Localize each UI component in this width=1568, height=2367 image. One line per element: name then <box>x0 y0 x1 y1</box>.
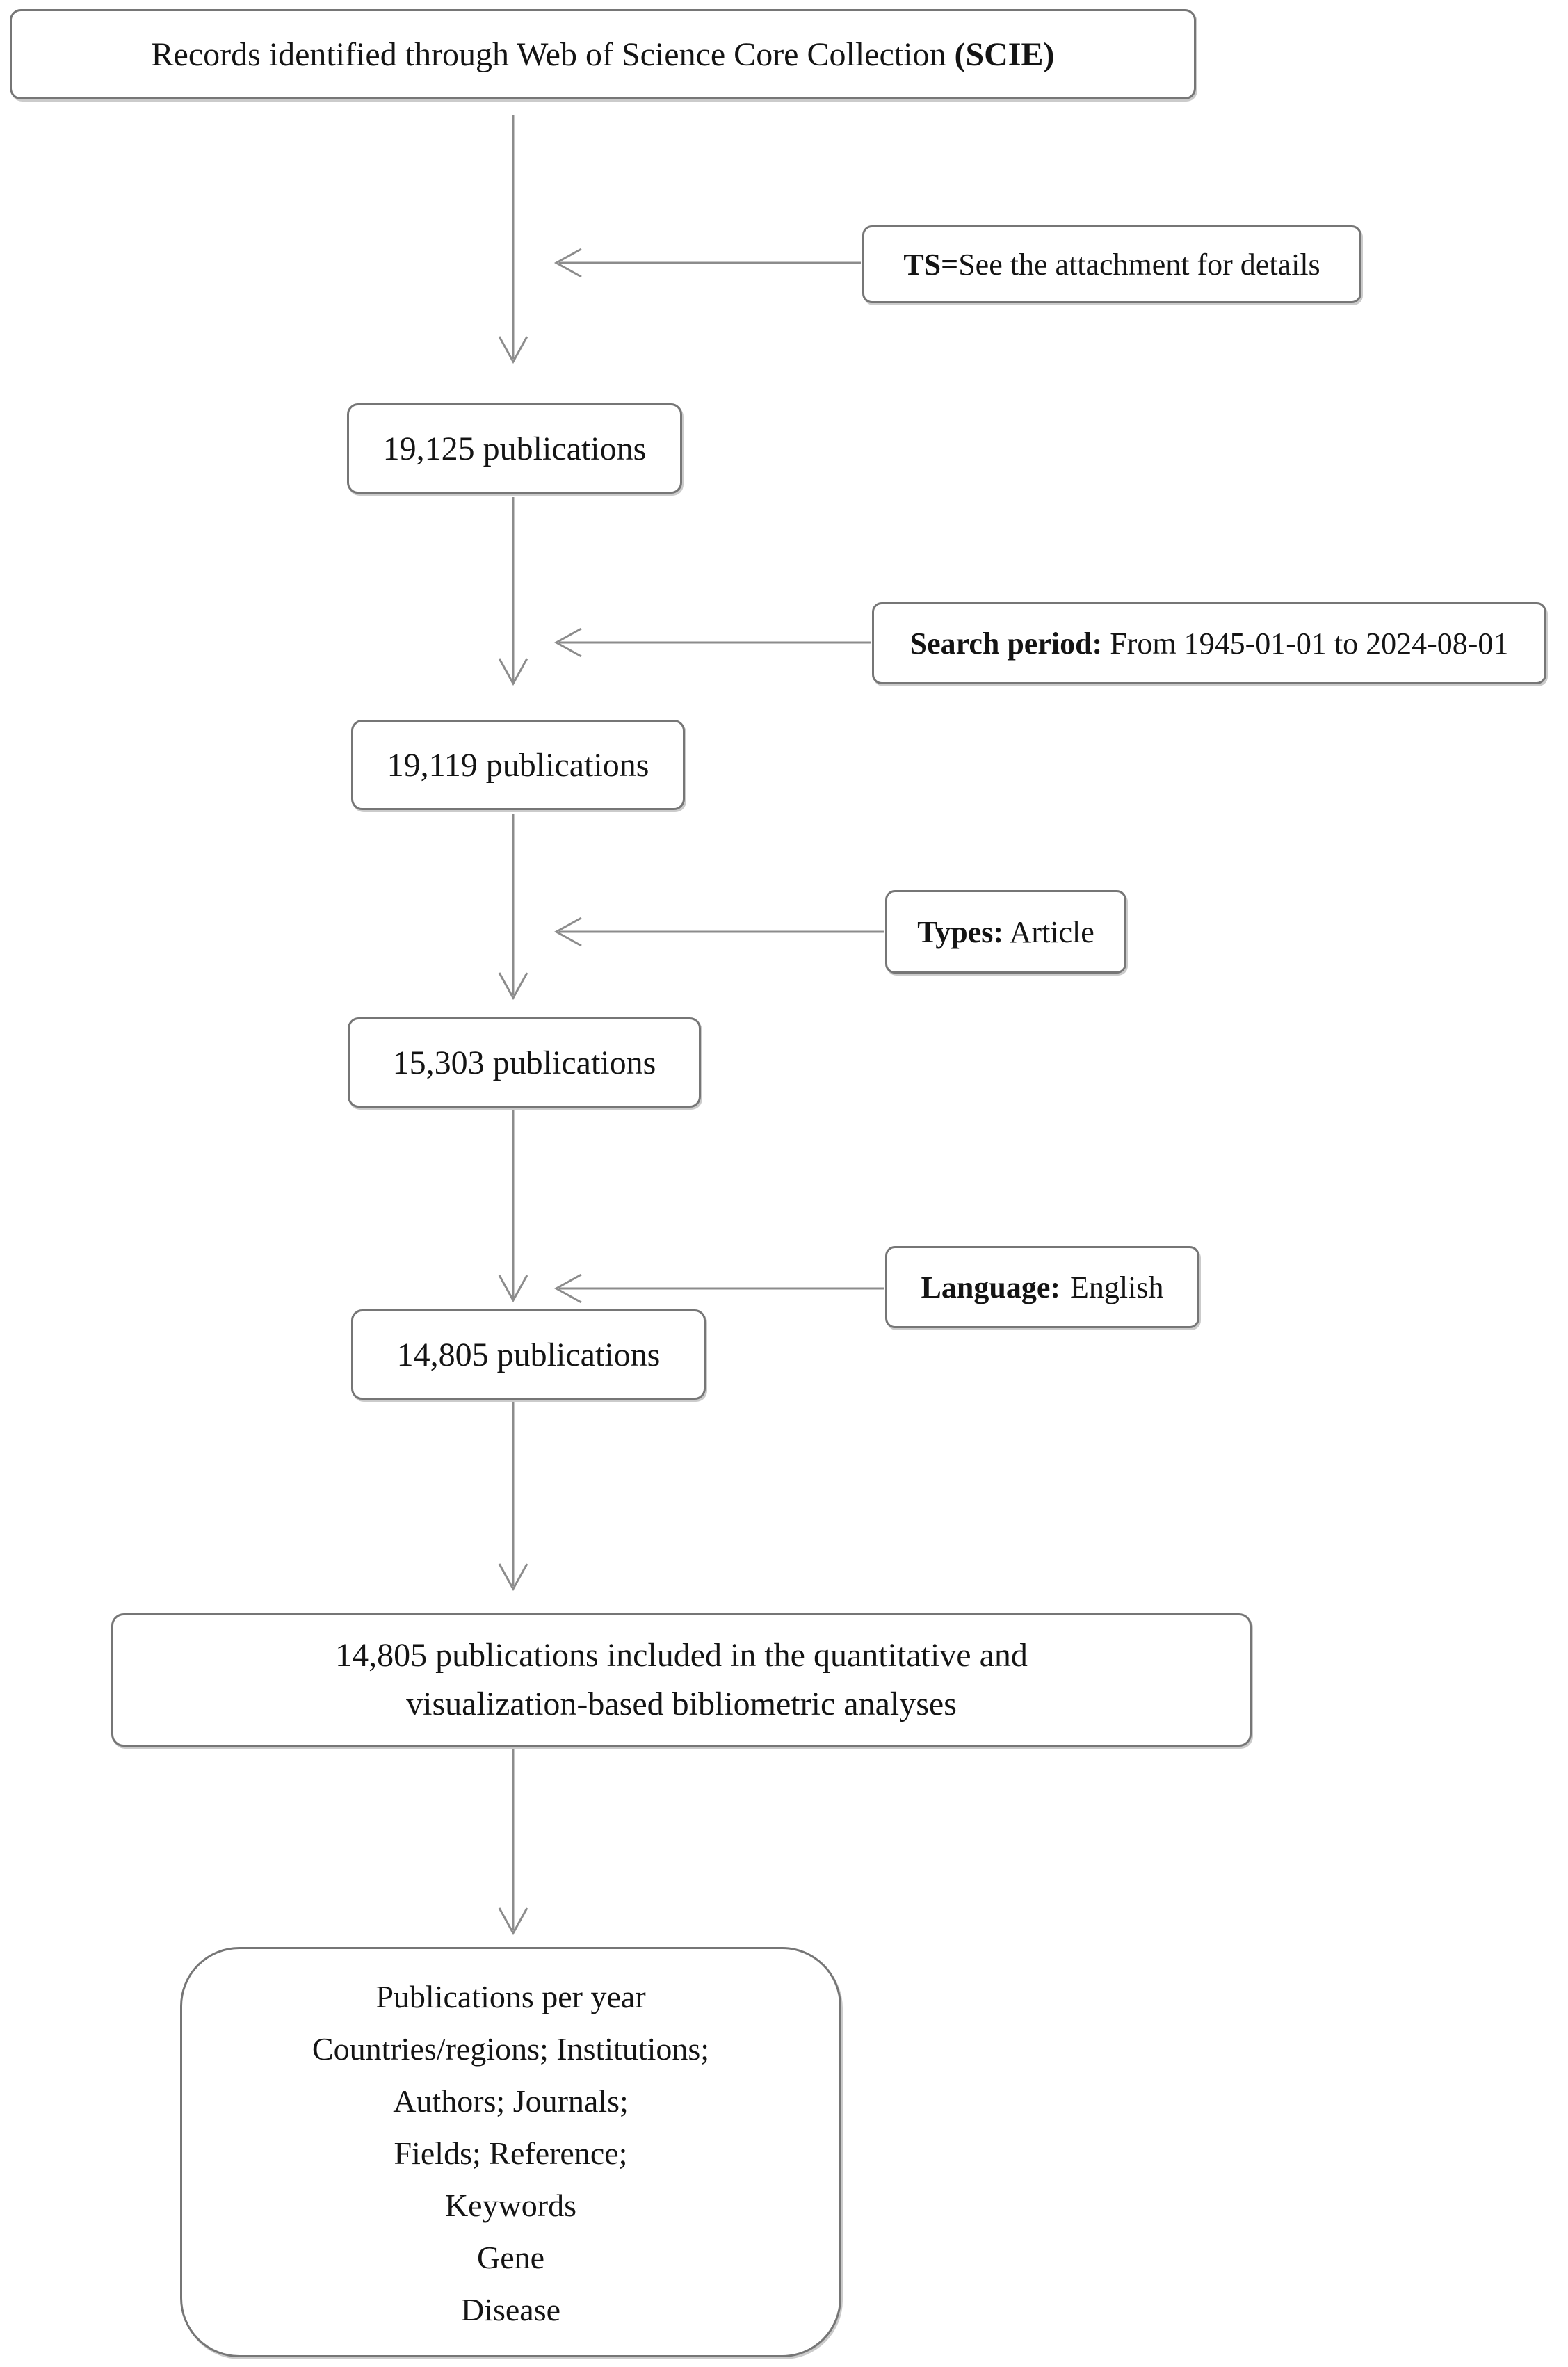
topic-fields-reference: Fields; Reference; <box>394 2135 628 2171</box>
records-source-text: Records identified through Web of Scienc… <box>151 35 1055 73</box>
arrow-left-search-period <box>553 627 871 658</box>
arrow-left-language <box>553 1273 884 1304</box>
count-14805-text: 14,805 publications <box>396 1336 661 1373</box>
included-analyses-box: 14,805 publications included in the quan… <box>111 1613 1252 1747</box>
included-analyses-line2: visualization-based bibliometric analyse… <box>406 1686 957 1722</box>
analysis-topics-box: Publications per year Countries/regions;… <box>180 1947 841 2357</box>
filter-ts-text: TS=See the attachment for details <box>903 247 1320 282</box>
topic-gene: Gene <box>476 2239 545 2275</box>
count-box-19119: 19,119 publications <box>351 720 685 810</box>
filter-box-language: Language:English <box>885 1246 1199 1328</box>
filter-types-text: Types: Article <box>917 914 1094 949</box>
filter-box-ts: TS=See the attachment for details <box>862 225 1361 303</box>
count-19125-text: 19,125 publications <box>382 430 647 467</box>
topic-countries-institutions: Countries/regions; Institutions; <box>312 2030 710 2067</box>
arrow-down-2 <box>498 497 528 686</box>
count-box-15303: 15,303 publications <box>348 1017 701 1108</box>
filter-box-search-period: Search period: From 1945-01-01 to 2024-0… <box>872 602 1546 684</box>
count-19119-text: 19,119 publications <box>387 746 649 784</box>
topic-authors-journals: Authors; Journals; <box>393 2083 629 2119</box>
topic-publications-per-year: Publications per year <box>375 1978 646 2014</box>
filter-search-period-text: Search period: From 1945-01-01 to 2024-0… <box>910 626 1509 661</box>
arrow-down-3 <box>498 814 528 1001</box>
count-box-14805: 14,805 publications <box>351 1309 706 1400</box>
records-source-box: Records identified through Web of Scienc… <box>10 9 1196 99</box>
count-15303-text: 15,303 publications <box>392 1044 656 1081</box>
arrow-left-types <box>553 916 884 947</box>
filter-language-text: Language:English <box>921 1270 1164 1304</box>
topic-keywords: Keywords <box>444 2187 577 2223</box>
arrow-down-6 <box>498 1749 528 1936</box>
arrow-down-5 <box>498 1402 528 1592</box>
arrow-down-1 <box>498 115 528 364</box>
scie-bold-text: (SCIE) <box>954 35 1055 73</box>
filter-box-types: Types: Article <box>885 890 1126 974</box>
count-box-19125: 19,125 publications <box>347 403 682 494</box>
topic-disease: Disease <box>460 2291 561 2327</box>
arrow-left-ts <box>553 248 861 278</box>
included-analyses-line1: 14,805 publications included in the quan… <box>335 1637 1028 1674</box>
arrow-down-4 <box>498 1110 528 1303</box>
